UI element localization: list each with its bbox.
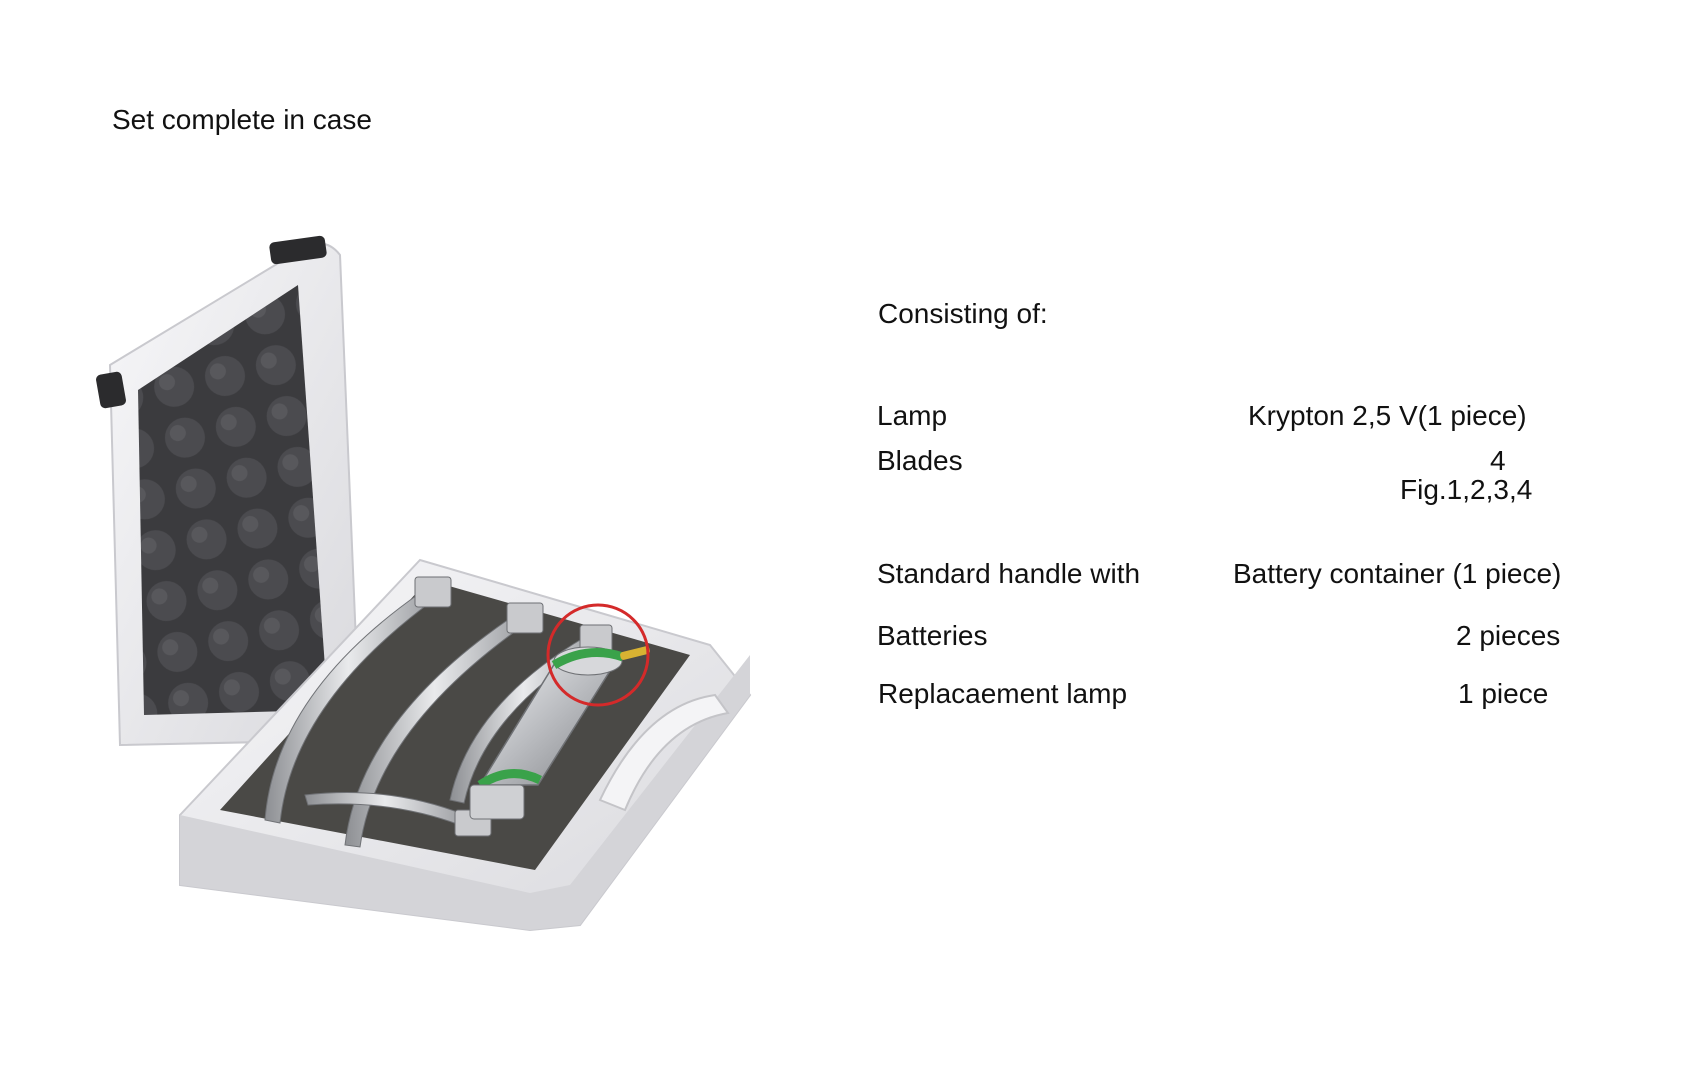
standard-handle bbox=[469, 646, 650, 820]
spec-value-replacement-lamp: 1 piece bbox=[1458, 678, 1549, 709]
handle-ring-bottom bbox=[477, 769, 543, 789]
handle-ring-top bbox=[551, 648, 625, 669]
spec-value-blades: 4 bbox=[1490, 445, 1506, 476]
spec-note-blades: Fig.1,2,3,4 bbox=[1400, 474, 1533, 505]
spec-value-lamp: Krypton 2,5 V(1 piece) bbox=[1248, 400, 1527, 431]
spec-value-handle: Battery container (1 piece) bbox=[1233, 558, 1562, 589]
case-drawing bbox=[96, 235, 752, 932]
spec-label-replacement-lamp: Replacaement lamp bbox=[878, 678, 1128, 709]
case-carry-handle bbox=[598, 693, 730, 812]
spec-label-handle: Standard handle with bbox=[877, 558, 1141, 589]
consisting-of-label: Consisting of: bbox=[878, 298, 1048, 329]
page-title: Set complete in case bbox=[112, 104, 372, 135]
replacement-lamp bbox=[620, 646, 650, 660]
lid-latch-left bbox=[96, 371, 126, 409]
lid-latch-top bbox=[269, 235, 327, 265]
spec-label-batteries: Batteries bbox=[877, 620, 988, 651]
lid-foam bbox=[138, 285, 328, 715]
spec-label-lamp: Lamp bbox=[877, 400, 948, 431]
case-base-front bbox=[180, 655, 750, 930]
blade-fig1 bbox=[264, 576, 452, 824]
spec-label-blades: Blades bbox=[877, 445, 963, 476]
blade-fig2 bbox=[344, 602, 544, 848]
laryngoscope-case-illustration bbox=[60, 225, 800, 1025]
highlight-circle bbox=[546, 603, 650, 707]
spec-value-batteries: 2 pieces bbox=[1456, 620, 1561, 651]
